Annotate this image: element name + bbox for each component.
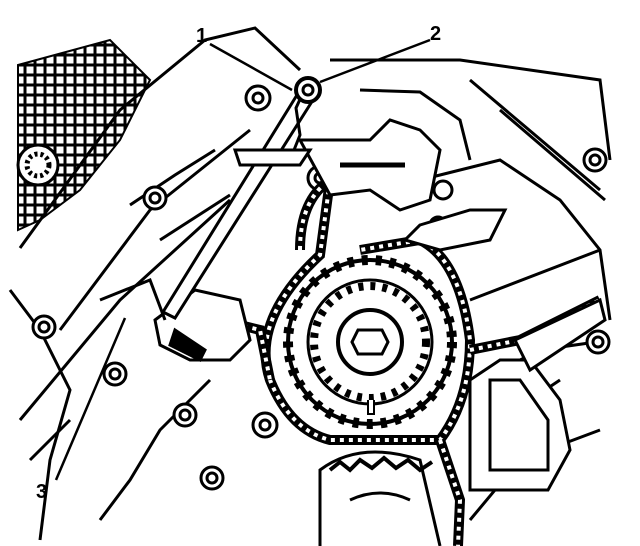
callout-1: 1: [196, 25, 208, 47]
leader-lines: [54, 38, 431, 481]
cam-mechanism: [297, 118, 508, 252]
crankshaft-sprocket: [283, 255, 457, 429]
crosshatch-region: [16, 38, 152, 232]
chain-guide: [468, 297, 607, 492]
callout-3: 3: [36, 481, 48, 503]
lower-gear: [318, 450, 442, 546]
holding-tool: [160, 76, 322, 320]
callout-2: 2: [430, 23, 442, 45]
